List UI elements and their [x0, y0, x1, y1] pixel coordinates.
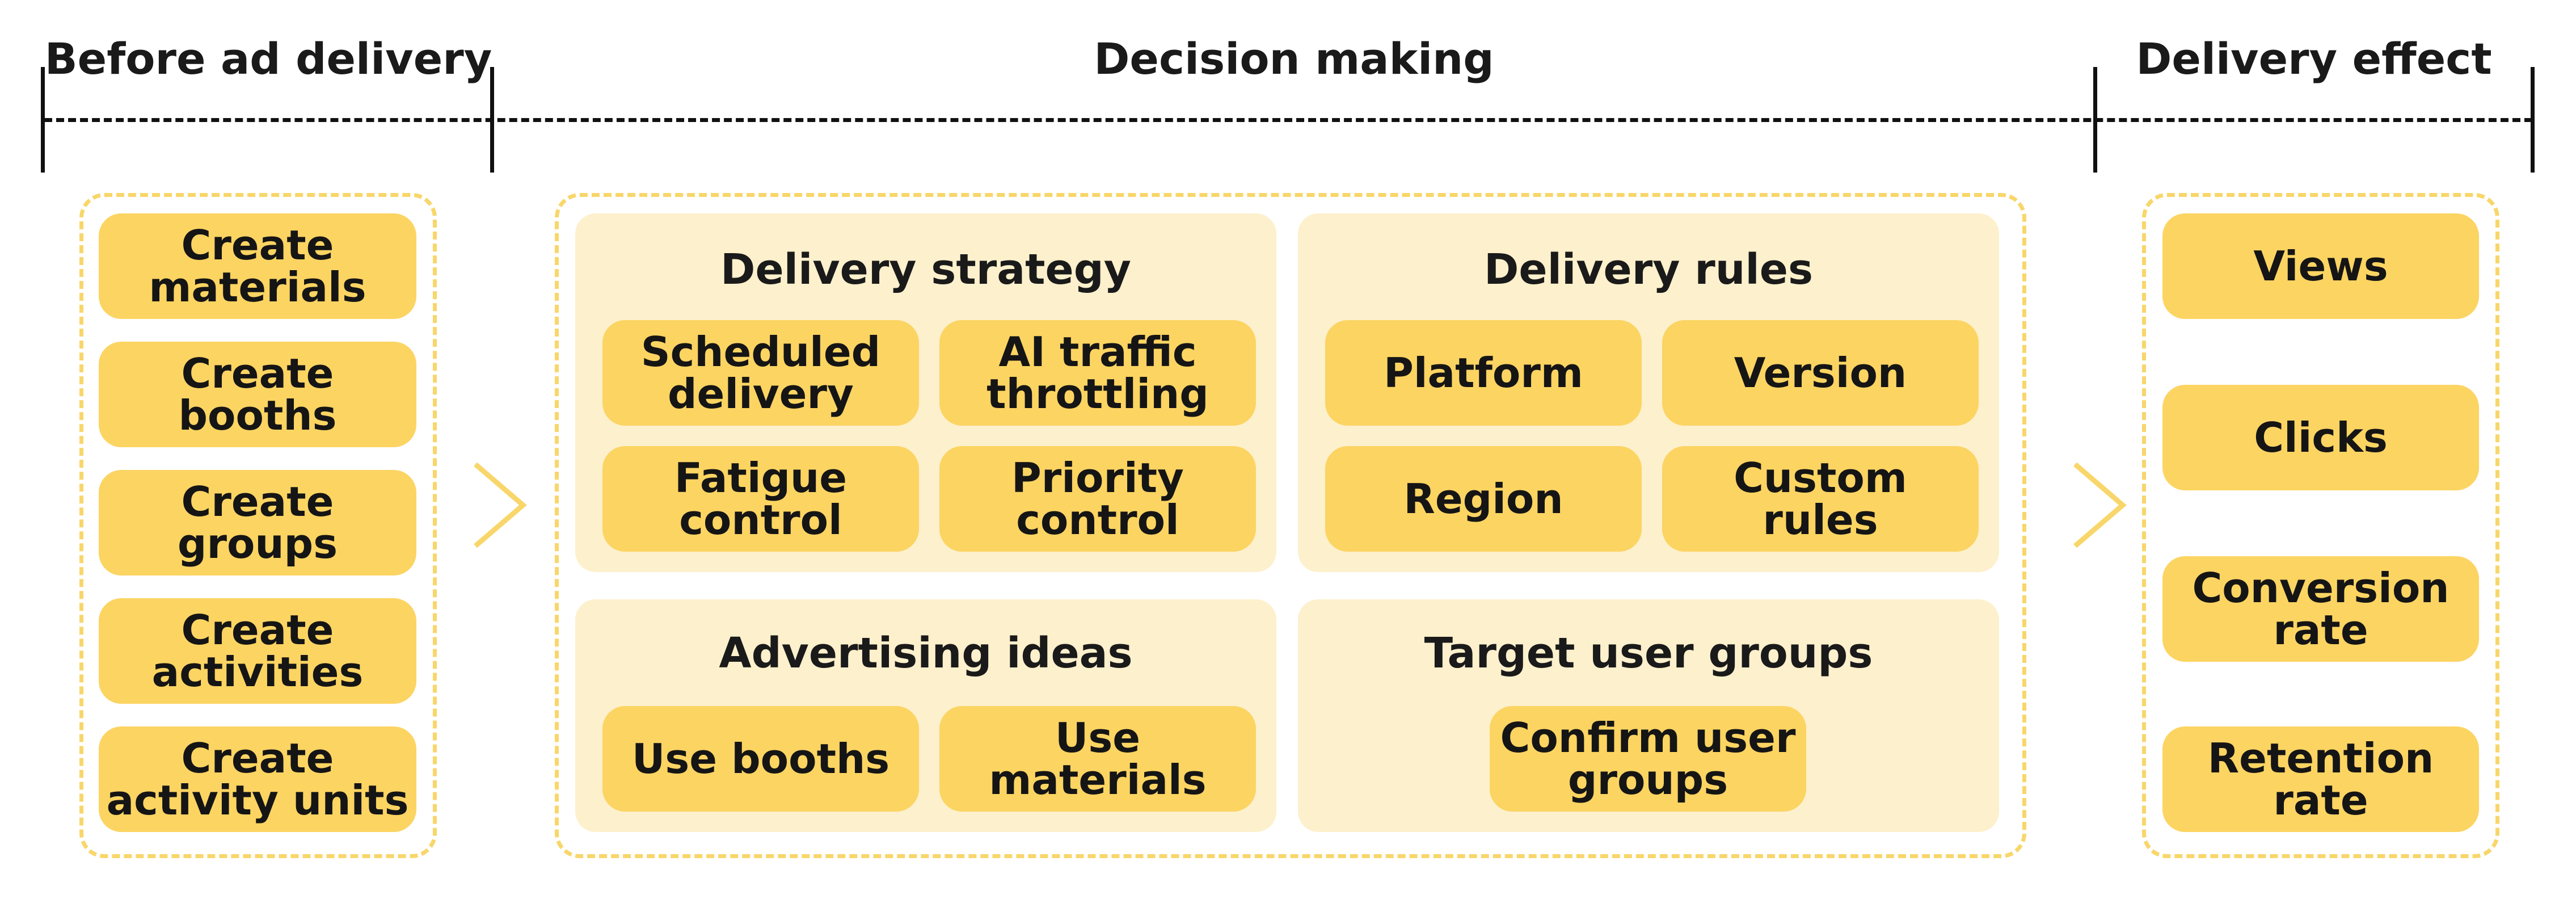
strategy-item: AI traffic throttling [939, 320, 1256, 426]
effect-item: Clicks [2162, 385, 2479, 490]
panel-title: Target user groups [1424, 629, 1873, 678]
panel-title: Delivery strategy [720, 245, 1131, 294]
chevron-right-icon [474, 462, 527, 548]
before-group [79, 193, 437, 858]
panel-title: Advertising ideas [719, 629, 1133, 678]
strategy-item: Priority control [939, 446, 1256, 552]
targets-item: Confirm user groups [1490, 706, 1806, 812]
phase-title-before: Before ad delivery [44, 33, 492, 84]
panel-title: Delivery rules [1483, 245, 1814, 294]
chevron-right-icon [2073, 462, 2127, 548]
timeline-dashed-line [44, 118, 2532, 122]
timeline-tick [2531, 67, 2535, 173]
before-item: Create activity units [99, 726, 416, 832]
timeline-tick [41, 67, 45, 173]
effect-item: Retention rate [2162, 726, 2479, 832]
strategy-item: Scheduled delivery [602, 320, 919, 426]
ideas-item: Use booths [602, 706, 919, 812]
rules-item: Region [1325, 446, 1642, 552]
timeline-tick [490, 67, 494, 173]
decision-group [555, 193, 2026, 858]
rules-item: Custom rules [1662, 446, 1979, 552]
strategy-item: Fatigue control [602, 446, 919, 552]
ideas-item: Use materials [939, 706, 1256, 812]
before-item: Create activities [99, 598, 416, 704]
before-item: Create materials [99, 213, 416, 319]
before-item: Create booths [99, 342, 416, 447]
effect-item: Views [2162, 213, 2479, 319]
before-item: Create groups [99, 470, 416, 575]
rules-item: Version [1662, 320, 1979, 426]
effect-group [2142, 193, 2499, 858]
rules-item: Platform [1325, 320, 1642, 426]
timeline-tick [2093, 67, 2097, 173]
phase-title-effect: Delivery effect [2136, 33, 2492, 84]
effect-item: Conversion rate [2162, 556, 2479, 662]
phase-title-decision: Decision making [1094, 33, 1494, 84]
panel-target-user-groups: Target user groups [1298, 599, 1999, 832]
